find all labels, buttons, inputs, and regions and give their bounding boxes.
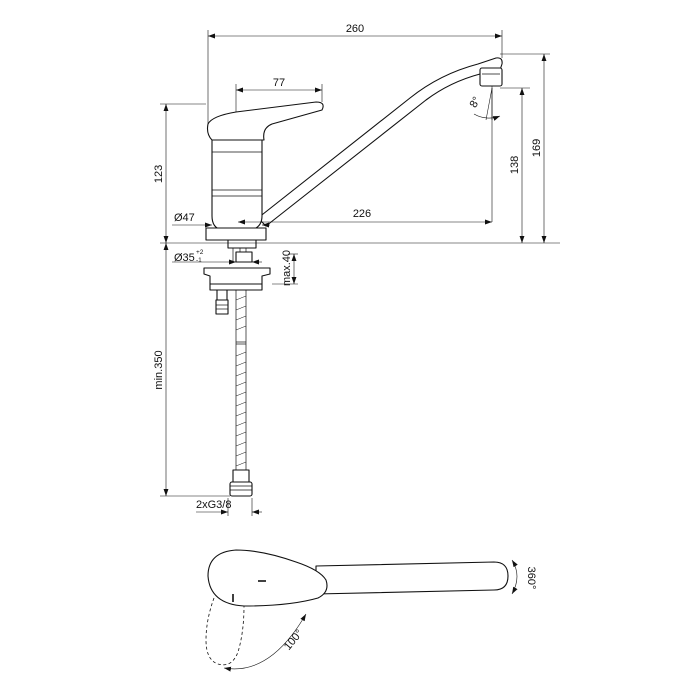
dim-lever-length: 77 bbox=[273, 77, 285, 89]
dim-hole-tolerance-upper: +2 bbox=[196, 249, 204, 256]
dim-spout-outlet-height: 138 bbox=[509, 156, 521, 174]
lever-rotated-outline bbox=[205, 597, 245, 666]
dim-outlet-angle: 8° bbox=[468, 95, 484, 110]
dim-hose-length: min.350 bbox=[153, 350, 165, 389]
fixing-bracket bbox=[203, 267, 271, 285]
dim-body-height: 123 bbox=[153, 165, 165, 183]
lever bbox=[206, 101, 324, 141]
dim-spout-rotation: 360° bbox=[525, 567, 537, 590]
dimension-labels: 260 77 123 169 138 226 Ø47 Ø35 +2 -1 max… bbox=[153, 23, 543, 511]
dim-max-deck-thickness: max.40 bbox=[281, 250, 293, 286]
dim-hole-diameter: Ø35 bbox=[174, 252, 195, 264]
dimension-lines bbox=[160, 30, 560, 516]
lever-top bbox=[207, 549, 328, 607]
mixer-body bbox=[211, 139, 263, 231]
dim-spout-height-top: 169 bbox=[531, 139, 543, 157]
dim-body-diameter: Ø47 bbox=[174, 212, 195, 224]
dim-lever-rotation: 100° bbox=[282, 627, 306, 652]
faucet-top-view bbox=[205, 549, 518, 672]
spout-top bbox=[315, 561, 509, 595]
aerator bbox=[479, 67, 503, 87]
dim-connection: 2xG3/8 bbox=[196, 499, 231, 511]
faucet-side-view bbox=[203, 57, 503, 497]
dim-overall-reach: 260 bbox=[346, 23, 364, 35]
spout bbox=[257, 57, 503, 227]
flexible-hose bbox=[235, 290, 247, 470]
dim-spout-reach: 226 bbox=[353, 208, 371, 220]
dim-hole-tolerance-lower: -1 bbox=[196, 257, 202, 264]
